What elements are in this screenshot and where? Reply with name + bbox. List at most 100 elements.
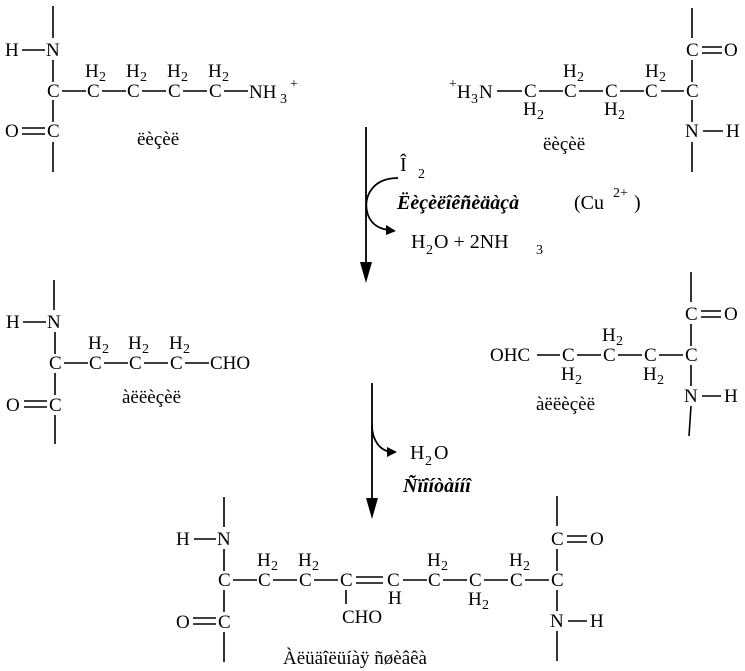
o2-reagent: Î: [400, 153, 407, 176]
atom-h2: H: [645, 61, 659, 82]
atom-o: O: [590, 529, 604, 550]
atom-h2: H: [604, 99, 618, 120]
atom-c: C: [49, 395, 62, 416]
atom-o: O: [724, 40, 738, 61]
atom-c: C: [87, 81, 100, 102]
atom-n: N: [550, 611, 564, 632]
atom-h2: H: [468, 589, 482, 610]
subscript-2: 2: [575, 373, 582, 388]
atom-h2: H: [85, 61, 99, 82]
subscript-2: 2: [618, 108, 625, 123]
water-o: O: [434, 442, 448, 464]
atom-c: C: [645, 81, 658, 102]
subscript-2: 2: [183, 342, 190, 357]
subscript-3: 3: [471, 92, 478, 107]
atom-h2: H: [126, 61, 140, 82]
atom-h: H: [388, 588, 402, 609]
atom-o: O: [6, 395, 20, 416]
subscript-2: 2: [657, 373, 664, 388]
atom-n: N: [47, 312, 61, 333]
atom-h: H: [176, 529, 190, 550]
atom-o: O: [724, 304, 738, 325]
atom-n: N: [217, 529, 231, 550]
subscript-2: 2: [222, 70, 229, 85]
subscript-2: 2: [537, 108, 544, 123]
cofactor-charge: 2+: [613, 186, 628, 201]
atom-c: C: [510, 570, 523, 591]
atom-c: C: [89, 353, 102, 374]
atom-h2: H: [298, 550, 312, 571]
subscript-2: 2: [616, 334, 623, 349]
subscript-2: 2: [523, 559, 530, 574]
byproduct-subscript: 2: [426, 243, 433, 258]
atom-h3n: H: [457, 82, 471, 103]
atom-h2: H: [523, 99, 537, 120]
atom-o: O: [5, 121, 19, 142]
allysine-right-label: àëëèçèë: [536, 394, 595, 415]
arrowhead: [386, 225, 396, 235]
atom-c: C: [170, 353, 183, 374]
atom-h2: H: [643, 364, 657, 385]
spontaneous-label: Ñïîíòàííî: [402, 474, 472, 497]
product-label: Àëüäîëüíàÿ ñøèâêà: [283, 647, 428, 669]
atom-c: C: [428, 570, 441, 591]
byproduct-h: H: [411, 231, 425, 253]
atom-h: H: [726, 121, 740, 142]
o2-subscript: 2: [418, 167, 425, 182]
atom-h2: H: [128, 333, 142, 354]
atom-c: C: [47, 81, 60, 102]
lysine-right-label: ëèçèë: [543, 134, 585, 155]
arrowhead: [360, 262, 372, 283]
aldol-crosslink-structure: H N C C O C H 2 C H 2 C CHO C H C H 2 C …: [176, 496, 604, 669]
arrowhead: [366, 498, 378, 519]
atom-c: C: [686, 40, 699, 61]
allysine-left-structure: H N C C O C H 2 C H 2 C H 2 CHO àëëèçèë: [6, 280, 250, 444]
atom-c: C: [218, 570, 231, 591]
atom-cho: CHO: [210, 353, 250, 374]
atom-c: C: [551, 529, 564, 550]
subscript-3: 3: [280, 92, 287, 107]
atom-c: C: [685, 345, 698, 366]
lysine-right-structure: + H 3 N C H 2 C H 2 C H 2 C H 2 C C O N …: [449, 8, 740, 172]
subscript-2: 2: [659, 70, 666, 85]
atom-n: N: [46, 40, 60, 61]
atom-h2: H: [563, 61, 577, 82]
atom-c: C: [551, 570, 564, 591]
water-h: H: [410, 442, 424, 464]
curved-arrow: [371, 424, 394, 453]
cofactor-cu: (Cu: [574, 192, 604, 214]
atom-c: C: [605, 81, 618, 102]
atom-c: C: [168, 81, 181, 102]
byproduct-subscript: 3: [536, 243, 543, 258]
catalyst-name: Ëèçèëîêñèäàçà: [396, 191, 519, 214]
atom-c: C: [299, 570, 312, 591]
subscript-2: 2: [140, 70, 147, 85]
atom-c: C: [469, 570, 482, 591]
atom-c: C: [340, 570, 353, 591]
atom-c: C: [524, 81, 537, 102]
charge-plus: +: [449, 77, 457, 92]
atom-h: H: [5, 40, 19, 61]
atom-c: C: [218, 612, 231, 633]
subscript-2: 2: [142, 342, 149, 357]
atom-c: C: [387, 570, 400, 591]
atom-c: C: [685, 304, 698, 325]
atom-c: C: [258, 570, 271, 591]
atom-c: C: [49, 353, 62, 374]
subscript-2: 2: [441, 559, 448, 574]
atom-c: C: [562, 345, 575, 366]
atom-n: N: [479, 82, 493, 103]
subscript-2: 2: [99, 70, 106, 85]
atom-h: H: [724, 386, 738, 407]
subscript-2: 2: [482, 598, 489, 613]
subscript-2: 2: [312, 559, 319, 574]
arrowhead: [387, 447, 397, 457]
allysine-left-label: àëëèçèë: [122, 387, 181, 408]
byproduct-rest: O + 2NH: [434, 231, 509, 253]
atom-c: C: [209, 81, 222, 102]
bond: [688, 405, 692, 437]
subscript-2: 2: [271, 559, 278, 574]
allysine-right-structure: OHC C H 2 C H 2 C H 2 C C O N H àëëèçèë: [490, 272, 738, 437]
atom-cho: CHO: [342, 607, 382, 628]
